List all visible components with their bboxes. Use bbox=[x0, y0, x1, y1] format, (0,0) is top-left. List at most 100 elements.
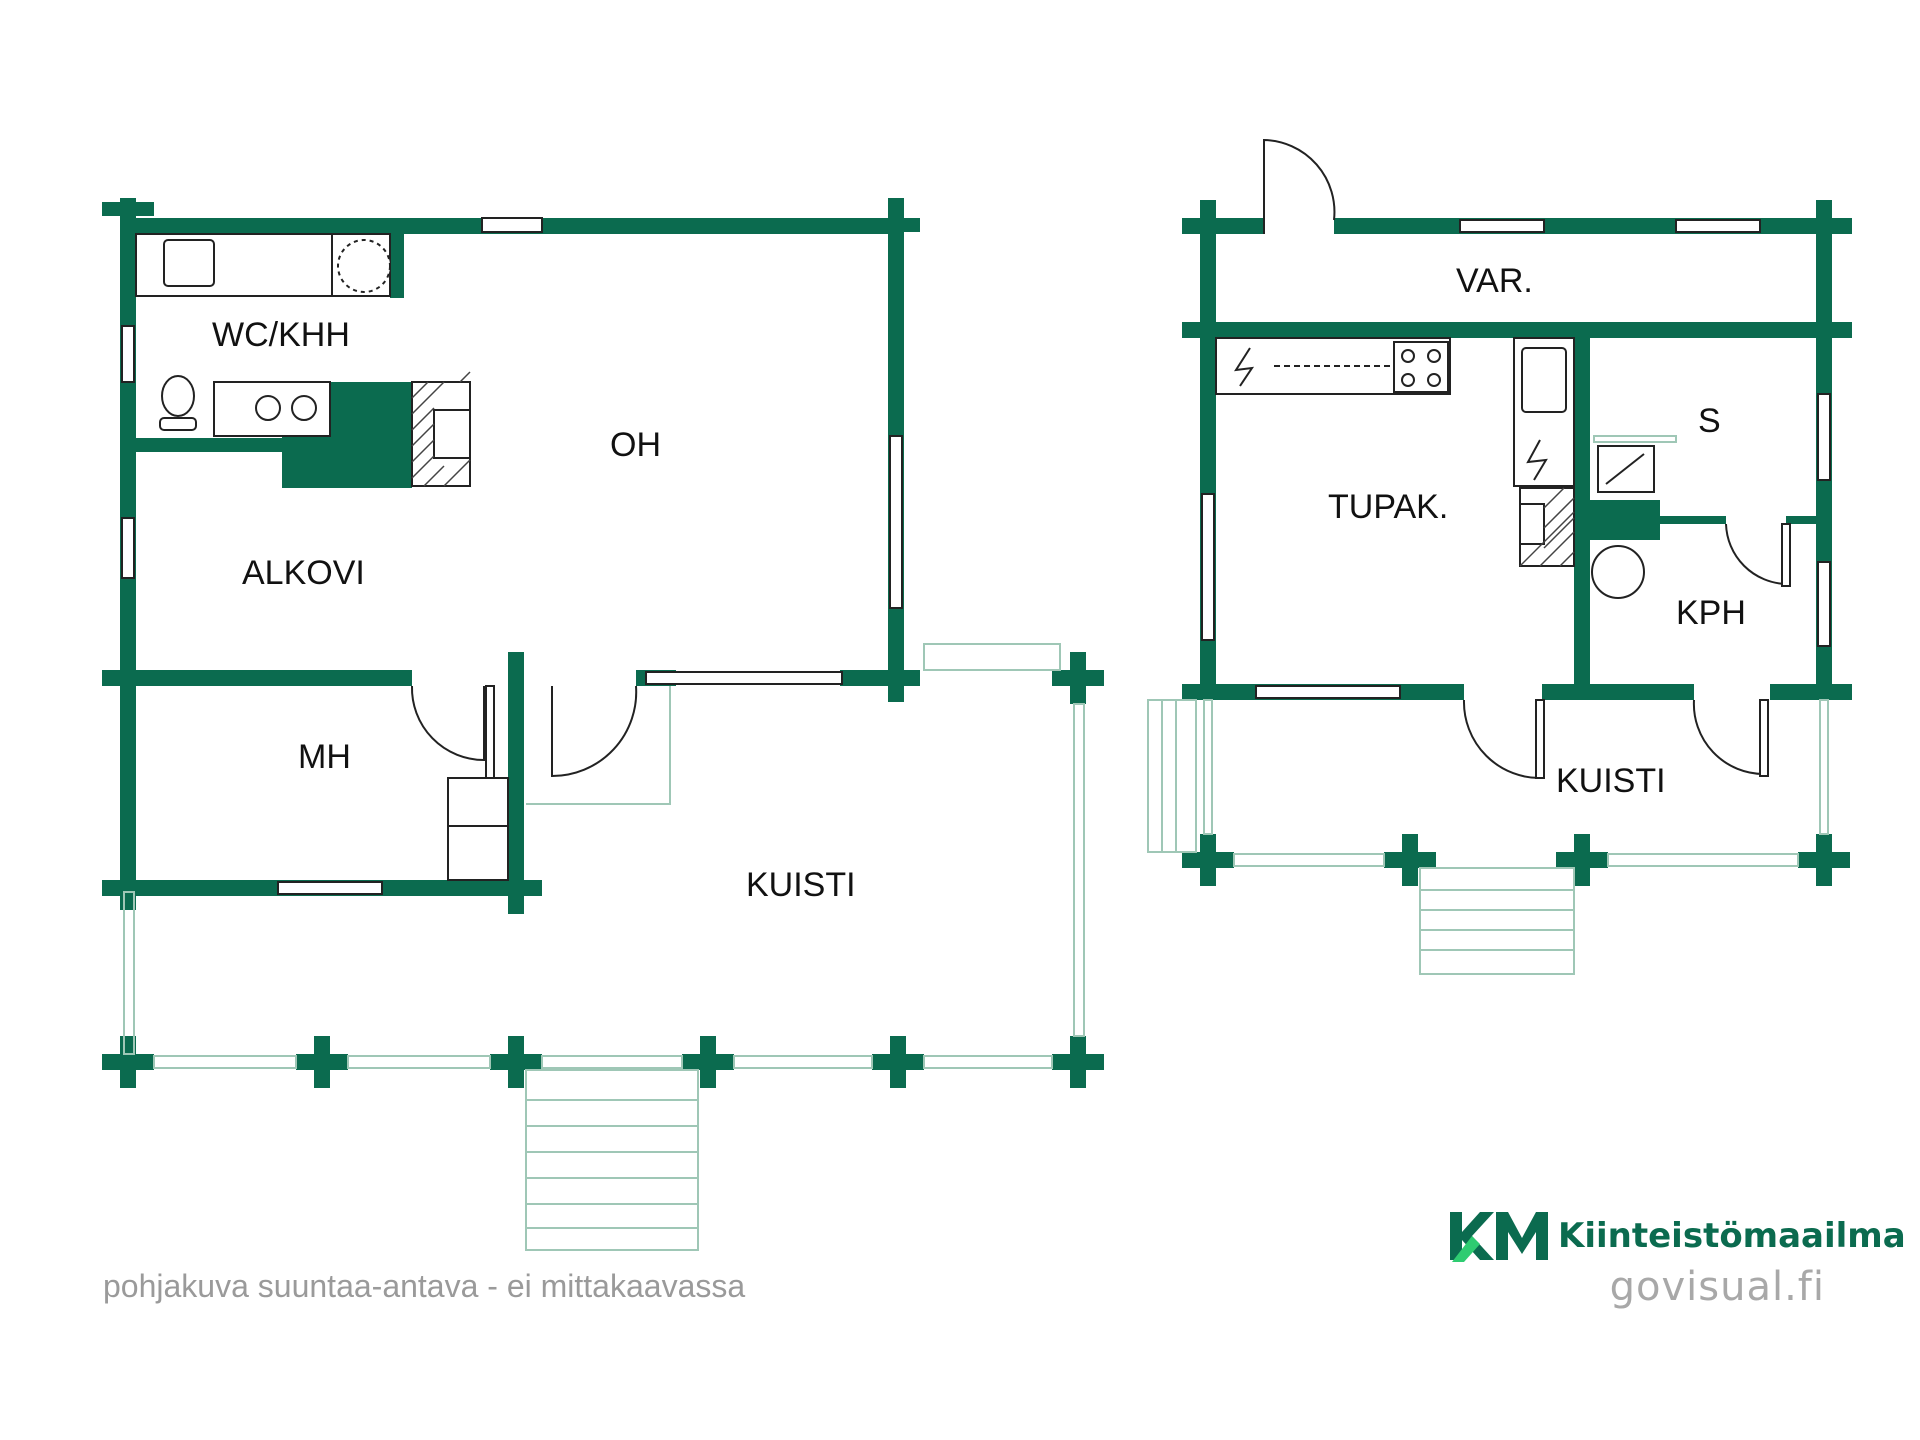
porch-railing bbox=[733, 1055, 873, 1069]
stove-icon bbox=[337, 239, 391, 293]
sink-icon bbox=[1521, 347, 1567, 413]
porch-post bbox=[1384, 852, 1436, 868]
room-label-kph: KPH bbox=[1676, 594, 1746, 632]
post bbox=[1182, 322, 1234, 338]
stove-icon bbox=[1393, 341, 1449, 393]
porch-post bbox=[1556, 852, 1608, 868]
window bbox=[1255, 685, 1401, 699]
brand-name: Kiinteistömaailma bbox=[1558, 1216, 1906, 1256]
bench bbox=[1593, 435, 1677, 443]
window bbox=[121, 517, 135, 579]
window bbox=[1459, 219, 1545, 233]
stove-icon bbox=[1526, 439, 1548, 481]
side-building-details bbox=[1201, 219, 1831, 699]
wall bbox=[1660, 516, 1726, 524]
door bbox=[551, 685, 638, 778]
stove-icon bbox=[1401, 373, 1415, 387]
room-label-s: S bbox=[1698, 402, 1721, 440]
door bbox=[1263, 138, 1336, 234]
door-frame bbox=[1781, 523, 1791, 587]
room-label-tupak: TUPAK. bbox=[1328, 488, 1448, 526]
room-label-wc-khh: WC/KHH bbox=[212, 316, 350, 354]
room-label-var: VAR. bbox=[1456, 262, 1533, 300]
post bbox=[120, 198, 136, 250]
side-building-doors bbox=[1263, 138, 1791, 780]
door-frame bbox=[1759, 699, 1769, 777]
porch-railing bbox=[1073, 703, 1085, 1037]
main-building bbox=[102, 198, 1104, 1088]
site-url: govisual.fi bbox=[1609, 1264, 1825, 1310]
wall bbox=[120, 670, 412, 686]
stove-icon bbox=[1427, 373, 1441, 387]
post bbox=[1800, 322, 1852, 338]
wall bbox=[1200, 322, 1832, 338]
post bbox=[1800, 684, 1852, 700]
toilet-icon bbox=[159, 417, 197, 431]
chimney bbox=[1590, 500, 1660, 540]
km-logo-icon bbox=[1450, 1212, 1548, 1262]
porch-railing bbox=[1203, 699, 1213, 835]
porch-post bbox=[1052, 1054, 1104, 1070]
porch-post bbox=[1182, 852, 1234, 868]
side-building-thin bbox=[1147, 435, 1829, 975]
window bbox=[1817, 393, 1831, 481]
post bbox=[102, 880, 154, 896]
main-building-details bbox=[121, 217, 903, 895]
porch-railing bbox=[923, 1055, 1053, 1069]
stairs bbox=[525, 1069, 699, 1251]
main-building-thin bbox=[123, 643, 1085, 1251]
window bbox=[121, 325, 135, 383]
door-frame bbox=[1535, 699, 1545, 779]
stove-icon bbox=[255, 395, 281, 421]
storage bbox=[447, 777, 509, 827]
porch-railing bbox=[541, 1055, 683, 1069]
door bbox=[1692, 699, 1765, 776]
post bbox=[888, 660, 904, 702]
porch-railing bbox=[1819, 699, 1829, 835]
storage bbox=[447, 825, 509, 881]
post bbox=[1182, 684, 1234, 700]
porch-railing bbox=[1233, 853, 1385, 867]
stairs bbox=[1419, 867, 1575, 975]
window bbox=[481, 217, 543, 233]
stove-icon bbox=[1427, 349, 1441, 363]
side-building bbox=[1182, 200, 1852, 886]
stove-icon bbox=[1401, 349, 1415, 363]
wall bbox=[1574, 338, 1590, 684]
porch-post bbox=[490, 1054, 542, 1070]
sink-icon bbox=[163, 239, 215, 287]
porch-railing bbox=[153, 1055, 297, 1069]
porch-post bbox=[682, 1054, 734, 1070]
window bbox=[1675, 219, 1761, 233]
wall bbox=[1786, 516, 1816, 524]
room-labels: WC/KHH OH ALKOVI MH KUISTI VAR. TUPAK. S… bbox=[212, 262, 1746, 904]
porch-railing bbox=[1607, 853, 1799, 867]
scale-disclaimer: pohjakuva suuntaa-antava - ei mittakaava… bbox=[103, 1268, 746, 1304]
toilet-icon bbox=[161, 375, 195, 417]
room-label-oh: OH bbox=[610, 426, 661, 464]
room-label-alkovi: ALKOVI bbox=[242, 554, 365, 592]
fireplace-icon bbox=[433, 409, 471, 459]
door-frame bbox=[485, 685, 495, 779]
room-label-kuisti-main: KUISTI bbox=[746, 866, 856, 904]
fireplace-icon bbox=[1519, 503, 1545, 545]
side-steps bbox=[1147, 699, 1197, 853]
window bbox=[1201, 493, 1215, 641]
porch-landing bbox=[923, 643, 1061, 671]
porch-post bbox=[102, 1054, 154, 1070]
post bbox=[1816, 200, 1832, 252]
post bbox=[490, 880, 542, 896]
porch-post bbox=[296, 1054, 348, 1070]
boiler bbox=[1591, 545, 1645, 599]
window bbox=[1817, 561, 1831, 647]
porch-railing bbox=[123, 891, 135, 1055]
window bbox=[645, 671, 843, 685]
porch-railing bbox=[347, 1055, 491, 1069]
porch-post bbox=[872, 1054, 924, 1070]
window bbox=[277, 881, 383, 895]
stove-icon bbox=[1234, 347, 1255, 387]
window bbox=[889, 435, 903, 609]
door bbox=[1462, 699, 1543, 780]
room-label-mh: MH bbox=[298, 738, 351, 776]
